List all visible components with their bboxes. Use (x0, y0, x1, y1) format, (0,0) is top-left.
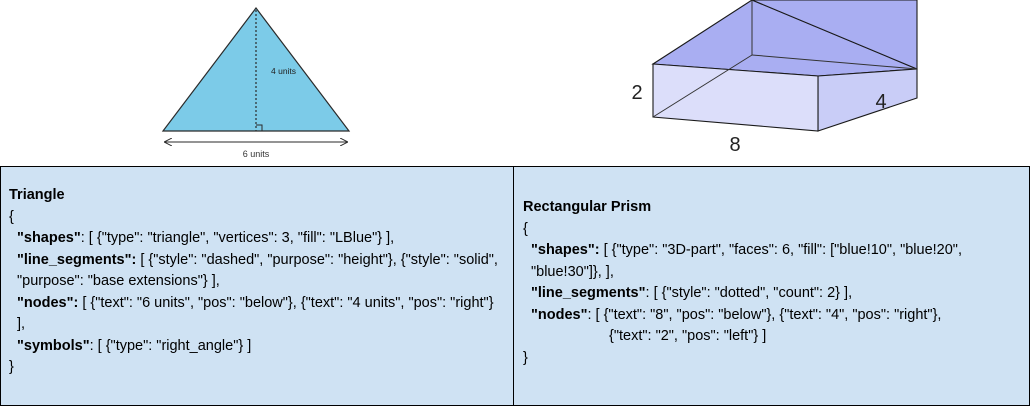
prism-side-face (817, 68, 918, 132)
triangle-description-cell: Triangle { "shapes": [ {"type": "triangl… (1, 167, 514, 405)
json-value: [ {"text": "6 units", "pos": "below"}, {… (17, 294, 494, 333)
open-brace: { (9, 208, 14, 225)
json-line: "nodes": [ {"text": "6 units", "pos": "b… (9, 293, 503, 336)
close-brace: } (9, 359, 14, 375)
json-line: "symbols": [ {"type": "right_angle"} ] (17, 337, 252, 354)
figures-svg: 6 units 4 units 8 4 2 (161, 0, 918, 159)
prism-title: Rectangular Prism (523, 199, 652, 215)
json-key: "line_segments": (17, 251, 137, 268)
prism-hidden-edge (751, 54, 918, 70)
json-value: [ {"type": "triangle", "vertices": 3, "f… (88, 230, 395, 246)
json-line: "line_segments": [ {"style": "dashed", "… (9, 250, 503, 293)
json-key: "line_segments" (531, 285, 646, 301)
triangle-title: Triangle (9, 187, 65, 203)
prism-height-label: 2 (631, 82, 642, 104)
right-angle-marker (256, 124, 263, 131)
prism-width-label: 4 (875, 91, 886, 113)
open-brace: { (523, 220, 528, 237)
close-brace: } (523, 349, 528, 366)
json-value: [ {"text": "8", "pos": "below"}, {"text"… (595, 306, 942, 323)
prism-figure: 8 4 2 (631, 0, 918, 156)
figures-area: 6 units 4 units 8 4 2 (0, 0, 1030, 166)
json-key: "shapes" (17, 230, 81, 246)
json-line: "shapes": [ {"type": "triangle", "vertic… (17, 230, 395, 246)
json-value: [ {"style": "dotted", "count": 2} ], (653, 285, 853, 301)
json-key: "nodes": (17, 294, 79, 311)
json-value: [ {"type": "right_angle"} ] (97, 337, 252, 354)
json-value: [ {"style": "dashed", "purpose": "height… (17, 251, 498, 290)
triangle-figure: 6 units 4 units (161, 7, 351, 159)
prism-front-face (652, 63, 819, 132)
description-table: Triangle { "shapes": [ {"type": "triangl… (0, 166, 1030, 406)
triangle-height-label: 4 units (271, 66, 296, 76)
json-line: {"text": "2", "pos": "left"} ] (609, 328, 767, 344)
prism-hidden-edge (652, 54, 753, 118)
json-line: "nodes": [ {"text": "8", "pos": "below"}… (531, 306, 942, 323)
prism-length-label: 8 (729, 134, 740, 156)
json-key: "nodes" (531, 306, 588, 323)
json-key: "symbols" (17, 337, 90, 354)
prism-description-cell: Rectangular Prism { "shapes": [ {"type":… (514, 167, 1029, 405)
json-line: "line_segments": [ {"style": "dotted", "… (531, 285, 853, 301)
json-key: "shapes": (531, 242, 600, 258)
json-line: "shapes": [ {"type": "3D-part", "faces":… (523, 240, 1019, 283)
prism-back-face (751, 0, 918, 70)
json-value: [ {"type": "3D-part", "faces": 6, "fill"… (531, 242, 962, 280)
triangle-base-label: 6 units (243, 149, 270, 159)
